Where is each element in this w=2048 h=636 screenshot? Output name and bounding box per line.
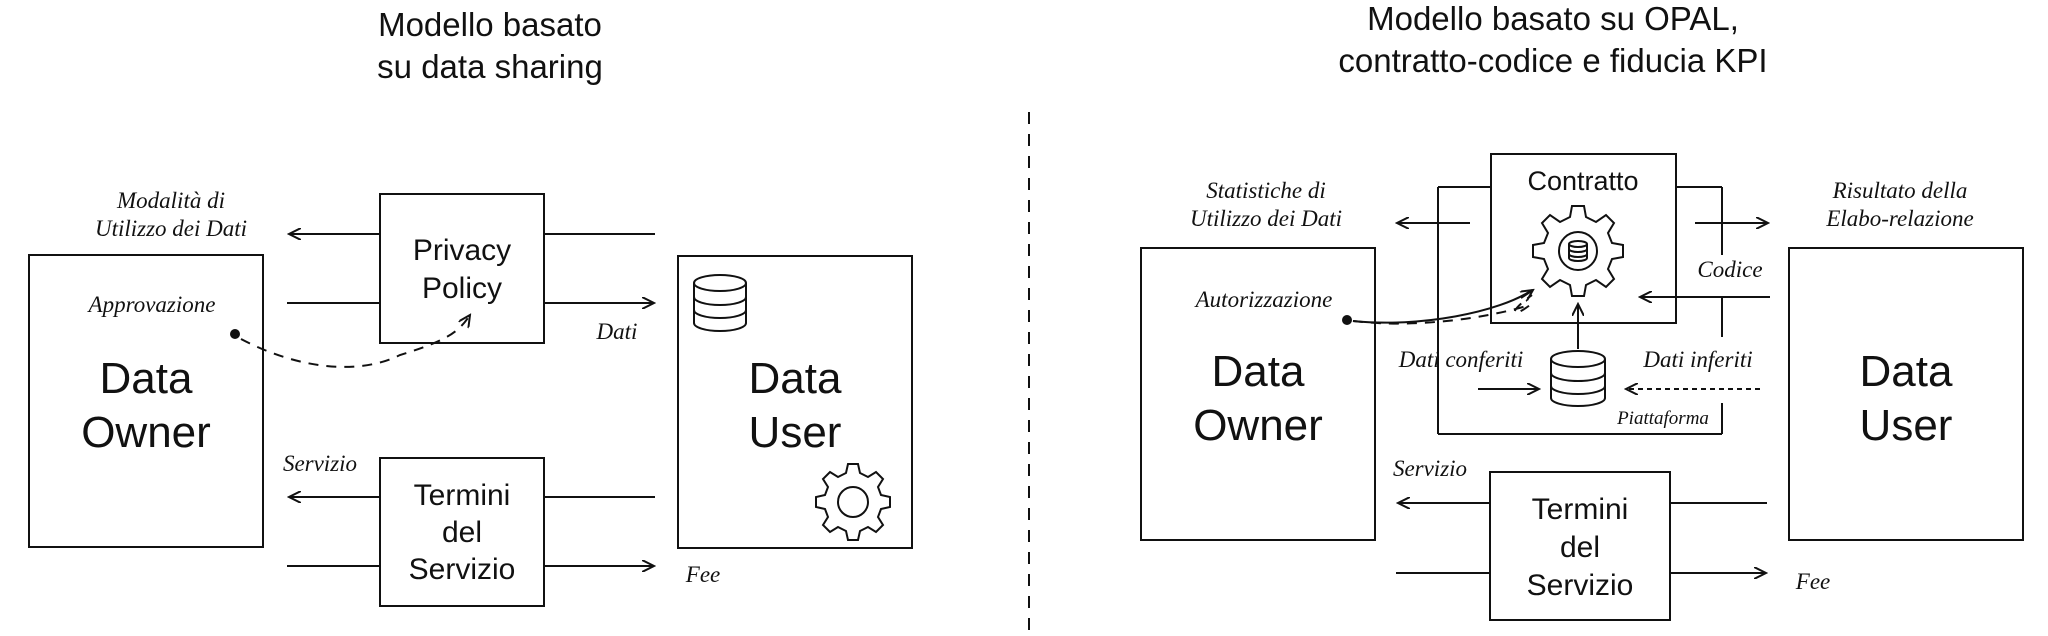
right-data-owner-box <box>1140 247 1376 541</box>
left-user-line2: User <box>749 408 842 457</box>
right-terms-box <box>1489 471 1671 621</box>
left-owner-line1: Data <box>100 354 193 403</box>
left-title-line2: su data sharing <box>377 48 603 85</box>
result-line1: Risultato della <box>1832 178 1968 203</box>
authorization-arrow-head <box>1521 290 1533 298</box>
right-owner-line1: Data <box>1212 347 1305 396</box>
right-user-line1: Data <box>1860 347 1953 396</box>
right-fee-label: Fee <box>1795 569 1830 594</box>
data-given-label: Dati conferiti <box>1398 347 1524 372</box>
usage-line1: Modalità di <box>116 188 225 213</box>
authorization-dot <box>1342 315 1352 325</box>
left-owner-line2: Owner <box>81 408 211 457</box>
database-icon <box>1550 350 1606 407</box>
right-title-line1: Modello basato su OPAL, <box>1367 0 1739 37</box>
authorization-label: Autorizzazione <box>1194 287 1333 312</box>
database-icon <box>1568 240 1588 262</box>
left-service-label: Servizio <box>283 451 357 476</box>
usage-line2: Utilizzo dei Dati <box>95 216 247 241</box>
left-data-label: Dati <box>596 319 638 344</box>
right-owner-line2: Owner <box>1193 401 1323 450</box>
gear-icon <box>815 463 891 541</box>
platform-label: Piattaforma <box>1616 408 1709 429</box>
left-terms-line2: del <box>442 516 482 549</box>
stats-line2: Utilizzo dei Dati <box>1190 206 1342 231</box>
right-data-user-box <box>1788 247 2024 541</box>
privacy-policy-box <box>379 193 545 344</box>
right-title-line2: contratto-codice e fiducia KPI <box>1338 42 1767 79</box>
contract-label: Contratto <box>1527 166 1638 196</box>
left-terms-box <box>379 457 545 607</box>
right-service-label: Servizio <box>1393 456 1467 481</box>
left-title-line1: Modello basato <box>378 6 602 43</box>
privacy-line1: Privacy <box>413 234 511 267</box>
privacy-line2: Policy <box>422 272 502 305</box>
gear-icon <box>1532 205 1624 297</box>
right-terms-line1: Termini <box>1532 493 1629 526</box>
stats-line1: Statistiche di <box>1206 178 1325 203</box>
right-user-line2: User <box>1860 401 1953 450</box>
data-inferred-label: Dati inferiti <box>1642 347 1752 372</box>
left-terms-line3: Servizio <box>409 553 516 586</box>
left-fee-label: Fee <box>685 562 720 587</box>
left-data-owner-box <box>28 254 264 548</box>
database-icon <box>693 274 747 332</box>
right-terms-line3: Servizio <box>1527 569 1634 602</box>
left-user-line1: Data <box>749 354 842 403</box>
code-label: Codice <box>1697 257 1762 282</box>
left-approval-label: Approvazione <box>87 292 216 317</box>
left-diagram: Modello basato su data sharing Data Owne… <box>28 6 913 607</box>
right-diagram: Modello basato su OPAL, contratto-codice… <box>1140 0 2024 621</box>
result-line2: Elabo-relazione <box>1825 206 1973 231</box>
left-approval-dot <box>230 329 240 339</box>
right-terms-line2: del <box>1560 531 1600 564</box>
left-terms-line1: Termini <box>414 479 511 512</box>
